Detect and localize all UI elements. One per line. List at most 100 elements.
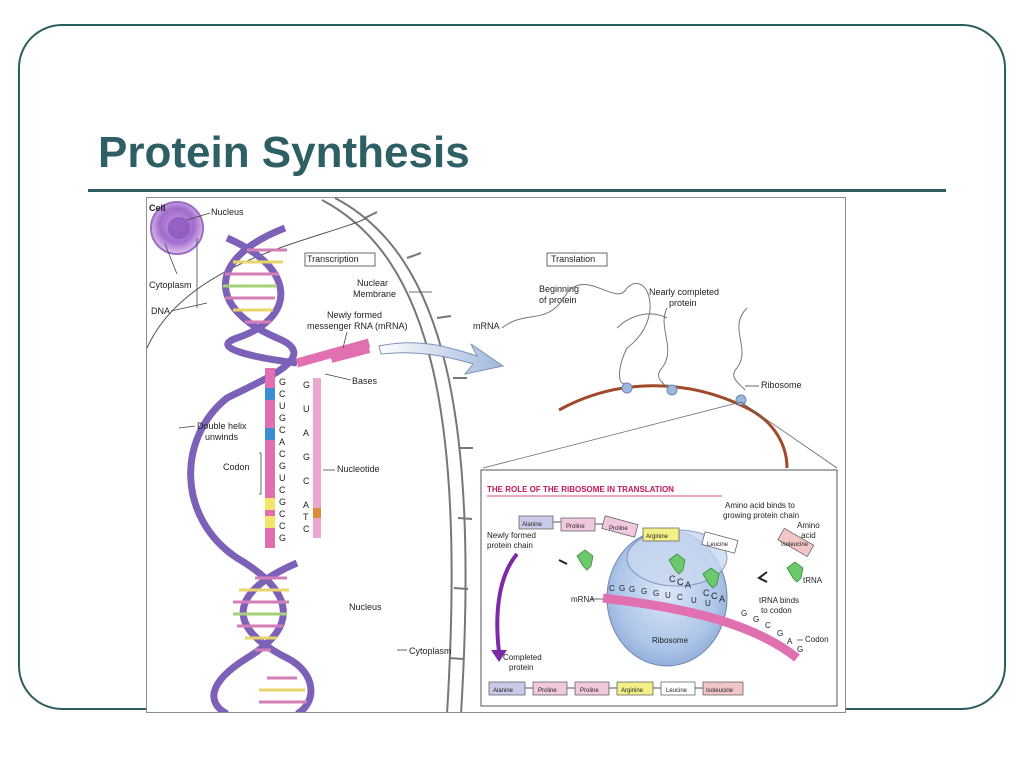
label-codon-left: Codon [223,462,250,472]
svg-text:G: G [619,584,625,593]
label-new-chain-2: protein chain [487,541,533,550]
svg-text:A: A [719,594,725,604]
label-cytoplasm-left: Cytoplasm [149,280,192,290]
label-beginning-2: of protein [539,295,577,305]
anticodons: C C A C C A [669,574,725,604]
svg-text:Proline: Proline [566,524,585,530]
svg-text:Proline: Proline [580,688,599,694]
label-nucleus-bottom: Nucleus [349,602,382,612]
label-bases: Bases [352,376,378,386]
trna-molecules [576,549,804,589]
ribosome-dots [621,382,747,406]
label-nuclear-membrane-1: Nuclear [357,278,388,288]
svg-text:Isoleucine: Isoleucine [706,688,734,694]
label-mrna-translation: mRNA [473,321,500,331]
label-double-helix-1: Double helix [197,421,247,431]
svg-text:C: C [279,389,286,399]
svg-text:A: A [685,580,691,590]
svg-text:U: U [279,401,286,411]
svg-text:U: U [279,473,286,483]
slide-title: Protein Synthesis [98,128,470,177]
svg-text:C: C [279,521,286,531]
label-nearly-2: protein [669,298,697,308]
svg-text:C: C [279,509,286,519]
label-amino-binds-2: growing protein chain [723,511,799,520]
growing-chain: Alanine Proline Proline Arginine Leucine… [518,515,815,558]
dna-helix [187,224,315,712]
label-amino-acid-2: acid [801,531,816,540]
protein-synthesis-diagram: Cell Nucleus Cytoplasm [146,197,846,713]
nuclear-membrane [321,198,473,712]
svg-text:G: G [279,497,286,507]
label-ribosome-inset: Ribosome [652,636,689,645]
svg-text:G: G [653,589,659,598]
label-double-helix-2: unwinds [205,432,239,442]
svg-text:U: U [665,591,671,600]
svg-text:Leucine: Leucine [707,542,729,548]
svg-text:C: C [677,593,683,602]
svg-text:G: G [279,377,286,387]
svg-text:Alanine: Alanine [522,522,543,528]
svg-text:Arginine: Arginine [646,534,669,540]
svg-text:C: C [279,449,286,459]
cell-icon [150,201,204,255]
svg-text:G: G [641,587,647,596]
svg-text:Arginine: Arginine [621,688,644,694]
label-ribosome: Ribosome [761,380,802,390]
svg-text:U: U [705,599,711,608]
svg-text:G: G [753,615,759,624]
svg-text:C: C [279,485,286,495]
label-amino-acid-1: Amino [797,521,820,530]
svg-text:G: G [303,452,310,462]
label-completed-2: protein [509,663,533,672]
svg-text:T: T [303,512,309,522]
svg-text:G: G [279,461,286,471]
svg-text:C: C [609,584,615,593]
label-translation: Translation [551,254,595,264]
svg-text:G: G [303,380,310,390]
completed-protein-chain: Alanine Proline Proline Arginine Leucine… [488,681,744,696]
svg-text:U: U [303,404,310,414]
svg-text:Proline: Proline [538,688,557,694]
svg-text:G: G [741,609,747,618]
label-nucleotide: Nucleotide [337,464,380,474]
title-rule [88,189,946,192]
label-trna-binds-1: tRNA binds [759,596,799,605]
svg-text:C: C [765,621,771,630]
ribosome-inset: THE ROLE OF THE RIBOSOME IN TRANSLATION … [480,469,838,707]
svg-text:C: C [303,524,310,534]
inset-title: THE ROLE OF THE RIBOSOME IN TRANSLATION [487,485,674,494]
svg-text:A: A [303,428,309,438]
label-trna-binds-2: to codon [761,606,792,615]
svg-text:A: A [787,637,793,646]
transcription-to-translation-arrow [378,342,505,375]
template-bases: G U A G C A T C [303,380,310,534]
svg-text:C: C [279,425,286,435]
label-nearly-1: Nearly completed [649,287,719,297]
label-mrna-inset: mRNA [571,595,595,604]
svg-text:C: C [669,574,676,584]
svg-text:G: G [279,413,286,423]
label-trna: tRNA [803,576,823,585]
svg-text:Proline: Proline [609,526,628,532]
svg-text:A: A [303,500,309,510]
svg-text:U: U [691,596,697,605]
svg-text:A: A [279,437,285,447]
svg-text:C: C [711,591,718,601]
label-new-chain-1: Newly formed [487,531,536,540]
strand-bases: G C U G C A C G U C G C C G [279,377,286,543]
label-beginning-1: Beginning [539,284,579,294]
mrna-bases: C G G G G U C U U G G C G A G [609,584,803,654]
label-codon-inset: Codon [805,635,829,644]
label-mrna-new-1: Newly formed [327,310,382,320]
svg-text:G: G [629,585,635,594]
label-mrna-new-2: messenger RNA (mRNA) [307,321,408,331]
label-completed-1: Completed [503,653,542,662]
label-cell: Cell [149,203,166,213]
label-nucleus-top: Nucleus [211,207,244,217]
svg-text:G: G [797,645,803,654]
svg-text:G: G [279,533,286,543]
svg-text:C: C [677,577,684,587]
svg-text:Alanine: Alanine [493,688,514,694]
svg-text:C: C [703,588,710,598]
